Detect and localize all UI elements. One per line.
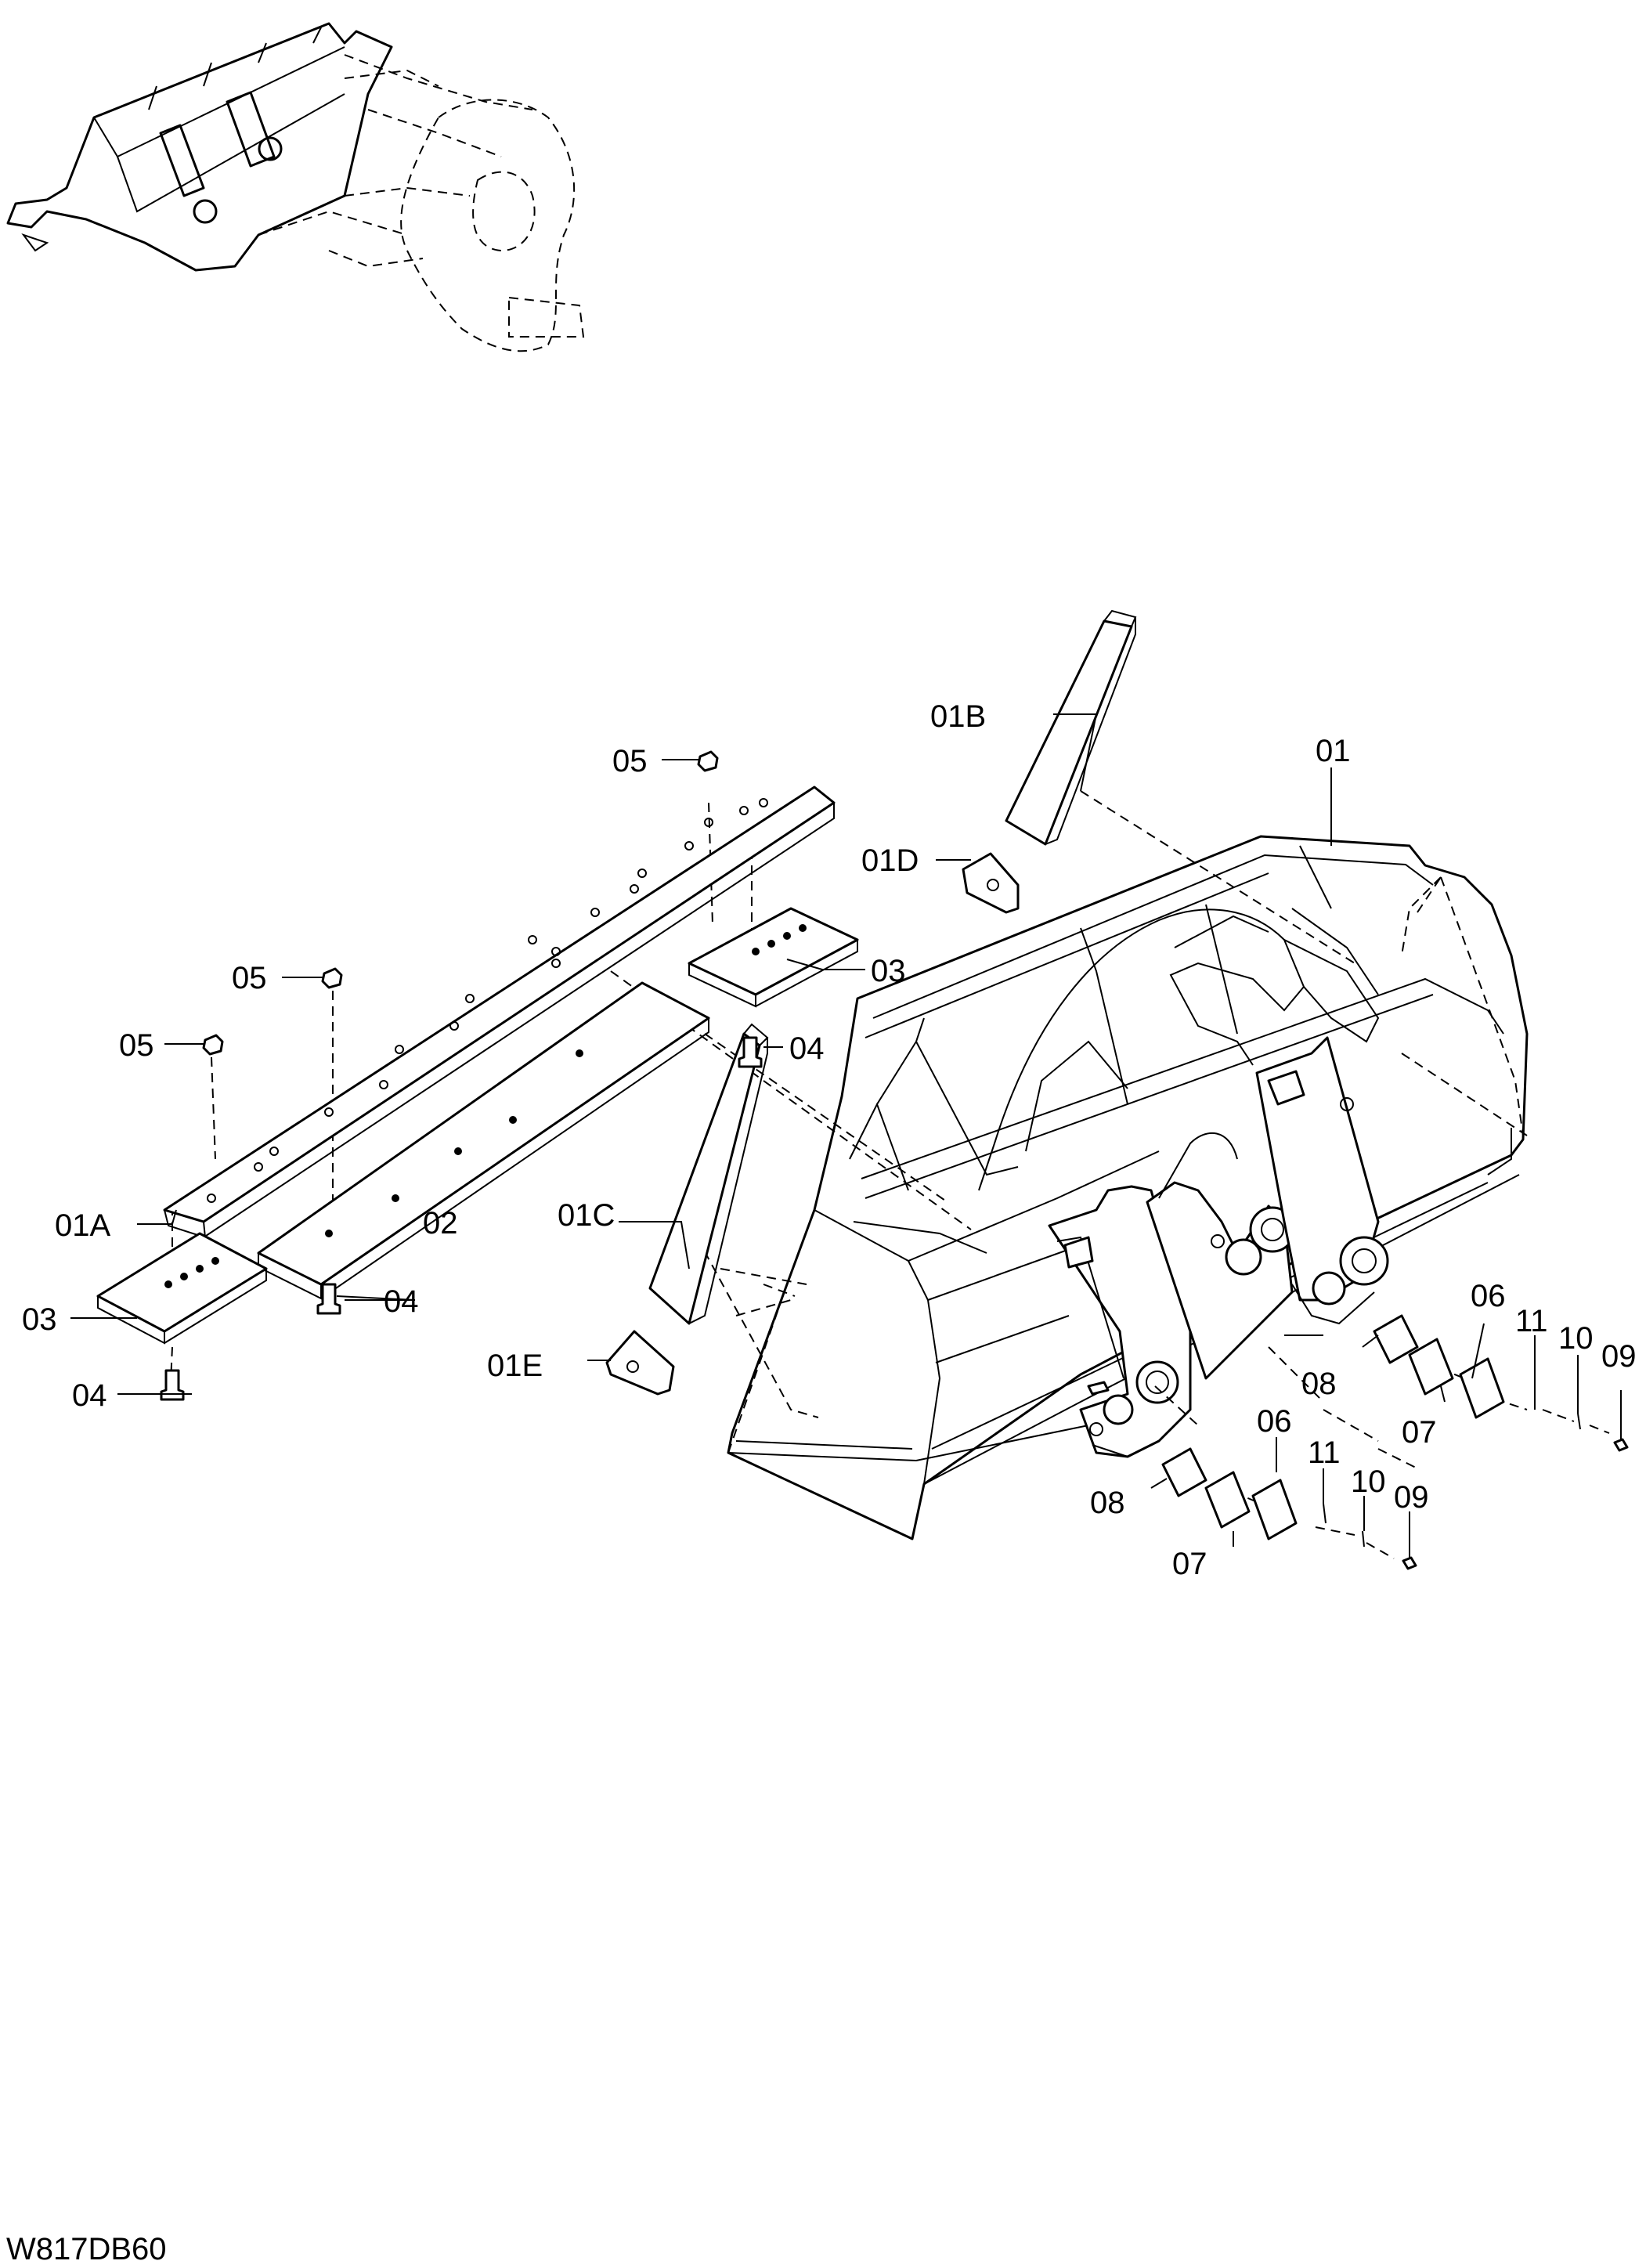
cutting-edge-01A <box>163 785 836 1239</box>
label-04-mid: 04 <box>384 1284 419 1319</box>
label-01: 01 <box>1316 734 1351 768</box>
side-edge-01B <box>1005 609 1137 846</box>
label-05-top: 05 <box>612 744 648 778</box>
label-07-lower: 07 <box>1172 1547 1207 1581</box>
label-09-lower: 09 <box>1394 1480 1429 1515</box>
corner-01D <box>962 852 1020 914</box>
corner-01E <box>605 1330 675 1396</box>
bolts-04 <box>160 1036 763 1401</box>
plate-03-left <box>96 1232 268 1345</box>
label-02: 02 <box>423 1206 458 1241</box>
label-01D: 01D <box>861 843 919 878</box>
label-01C: 01C <box>558 1198 615 1233</box>
label-09-upper: 09 <box>1601 1339 1637 1374</box>
shim-set-lower <box>1161 1447 1417 1570</box>
label-11-upper: 11 <box>1515 1304 1548 1338</box>
part-labels: 01 01B 01D 01A 01C 01E 05 05 05 03 03 04… <box>22 699 1637 1581</box>
bucket-body <box>727 835 1529 1540</box>
label-03-right: 03 <box>871 954 906 988</box>
label-11-lower: 11 <box>1308 1436 1341 1470</box>
plate-03-right <box>688 907 859 1008</box>
label-01B: 01B <box>930 699 986 734</box>
label-03-left: 03 <box>22 1302 57 1337</box>
nuts-05 <box>202 750 719 1056</box>
leader-lines <box>70 713 1622 1558</box>
label-10-upper: 10 <box>1558 1321 1594 1356</box>
label-10-lower: 10 <box>1351 1464 1386 1499</box>
label-04-right: 04 <box>789 1031 825 1066</box>
assembly-dash-lines <box>170 790 1610 1559</box>
label-07-upper: 07 <box>1402 1415 1437 1450</box>
shim-set-upper <box>1373 1314 1629 1452</box>
label-08-lower: 08 <box>1090 1486 1125 1520</box>
label-01A: 01A <box>55 1208 110 1243</box>
label-06-lower: 06 <box>1257 1404 1292 1439</box>
label-06-upper: 06 <box>1471 1279 1506 1313</box>
label-08-upper: 08 <box>1301 1367 1337 1401</box>
label-05-left: 05 <box>119 1028 154 1063</box>
label-04-left: 04 <box>72 1378 107 1413</box>
label-05-mid: 05 <box>232 961 267 995</box>
wear-plate-02 <box>257 981 710 1300</box>
loader-thumbnail <box>6 22 585 352</box>
side-edge-01C <box>648 1023 769 1325</box>
drawing-code: W817DB60 <box>6 2232 167 2266</box>
label-01E: 01E <box>487 1349 543 1383</box>
